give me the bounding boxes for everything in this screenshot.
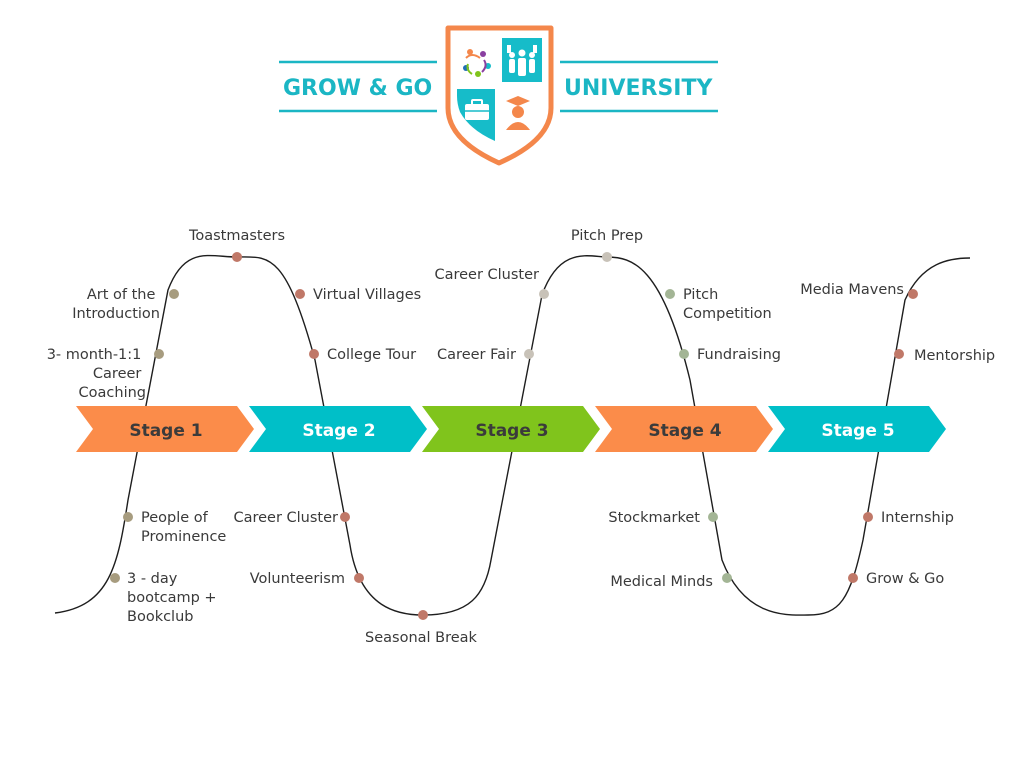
logo-right-text: UNIVERSITY xyxy=(564,76,713,101)
stage-3-label: Stage 3 xyxy=(475,421,548,441)
milestone-label-seasonal-break: Seasonal Break xyxy=(365,630,478,646)
milestone-label-mentorship: Mentorship xyxy=(914,348,995,364)
milestone-label-career-fair: Career Fair xyxy=(437,347,516,363)
milestone-dot-internship xyxy=(863,512,873,522)
milestone-dot-media-mavens xyxy=(908,289,918,299)
stage-5-label: Stage 5 xyxy=(821,421,894,441)
milestone-dot-virtual-villages xyxy=(295,289,305,299)
milestone-label-art-of-introduction: Art of the Introduction xyxy=(72,287,160,322)
milestone-dot-art-of-introduction xyxy=(169,289,179,299)
stage-1-label: Stage 1 xyxy=(129,421,202,441)
milestone-label-medical-minds: Medical Minds xyxy=(610,574,713,590)
milestone-dot-seasonal-break xyxy=(418,610,428,620)
milestone-label-people-of-prominence: People of Prominence xyxy=(141,510,226,545)
milestone-dot-medical-minds xyxy=(722,573,732,583)
milestone-dot-mentorship xyxy=(894,349,904,359)
stage-1-arrow xyxy=(76,406,254,452)
milestone-dot-pitch-prep xyxy=(602,252,612,262)
stage-2-arrow xyxy=(249,406,427,452)
milestone-label-media-mavens: Media Mavens xyxy=(800,282,904,298)
stage-3-arrow xyxy=(422,406,600,452)
milestone-label-volunteerism: Volunteerism xyxy=(250,571,345,587)
milestone-label-career-cluster-2: Career Cluster xyxy=(233,510,338,526)
milestone-dot-career-fair xyxy=(524,349,534,359)
stage-5-arrow xyxy=(768,406,946,452)
milestone-dot-people-of-prominence xyxy=(123,512,133,522)
milestone-label-virtual-villages: Virtual Villages xyxy=(313,287,421,303)
community-icon xyxy=(463,49,491,77)
stage-arrows: Stage 1 Stage 2 Stage 3 Stage 4 Stage 5 xyxy=(76,406,946,452)
milestone-dot-career-cluster-2 xyxy=(340,512,350,522)
milestone-label-career-coaching: 3- month-1:1 Career Coaching xyxy=(47,347,146,401)
milestone-label-bootcamp: 3 - day bootcamp + Bookclub xyxy=(127,571,221,625)
briefcase-icon xyxy=(465,99,489,120)
milestone-label-internship: Internship xyxy=(881,510,954,526)
milestone-dot-bootcamp xyxy=(110,573,120,583)
milestone-label-toastmasters: Toastmasters xyxy=(188,228,285,244)
milestone-labels: 3 - day bootcamp + Bookclub People of Pr… xyxy=(47,228,995,646)
roadmap-wave-line xyxy=(54,254,971,616)
milestone-label-stockmarket: Stockmarket xyxy=(608,510,700,526)
milestone-label-pitch-competition: Pitch Competition xyxy=(683,287,772,322)
graduate-icon xyxy=(506,96,530,130)
milestone-dot-grow-and-go xyxy=(848,573,858,583)
stage-4-arrow xyxy=(595,406,773,452)
milestone-label-career-cluster-3: Career Cluster xyxy=(434,267,539,283)
stage-4-label: Stage 4 xyxy=(648,421,721,441)
milestone-dot-career-cluster-3 xyxy=(539,289,549,299)
milestone-label-pitch-prep: Pitch Prep xyxy=(571,228,643,244)
milestone-dot-stockmarket xyxy=(708,512,718,522)
milestone-dot-career-coaching xyxy=(154,349,164,359)
milestone-label-grow-and-go: Grow & Go xyxy=(866,571,944,587)
milestone-dot-volunteerism xyxy=(354,573,364,583)
milestone-dot-college-tour xyxy=(309,349,319,359)
milestone-dot-toastmasters xyxy=(232,252,242,262)
milestone-dot-fundraising xyxy=(679,349,689,359)
milestone-dots xyxy=(110,252,918,620)
team-icon xyxy=(507,45,537,76)
milestone-label-fundraising: Fundraising xyxy=(697,347,781,363)
milestone-label-college-tour: College Tour xyxy=(327,347,416,363)
logo-left-text: GROW & GO xyxy=(283,76,432,101)
logo: GROW & GO UNIVERSITY xyxy=(279,25,718,166)
stage-2-label: Stage 2 xyxy=(302,421,375,441)
milestone-dot-pitch-competition xyxy=(665,289,675,299)
